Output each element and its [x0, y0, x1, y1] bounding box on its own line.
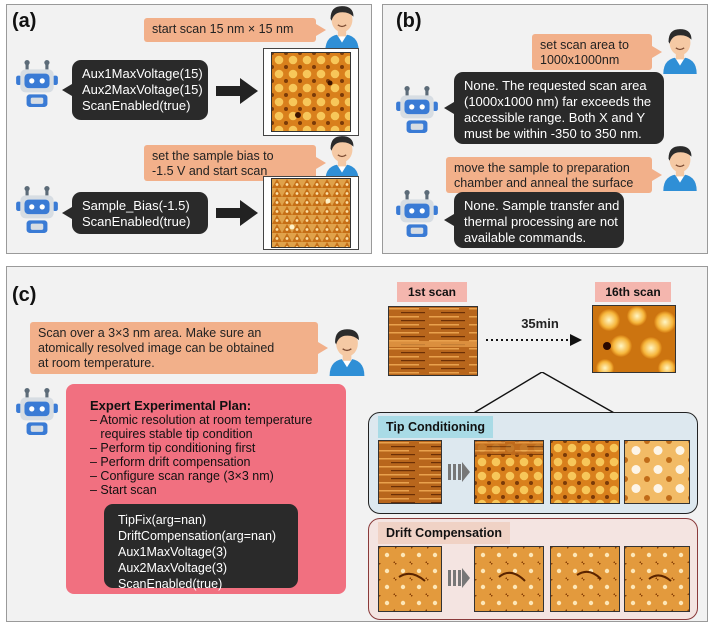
dotted-arrow-icon — [486, 334, 582, 346]
connector-lines — [471, 372, 617, 415]
panel-a-bot-bubble-2: Sample_Bias(-1.5) ScanEnabled(true) — [62, 192, 208, 234]
command-line: Aux1MaxVoltage(3) — [118, 545, 228, 559]
bubble-text: 1000x1000nm — [540, 53, 620, 67]
user-avatar-icon — [320, 133, 364, 181]
stm-image-tip-3 — [550, 440, 620, 504]
plan-step: – Perform tip conditioning first — [90, 441, 256, 455]
stm-image-last-scan — [592, 305, 676, 373]
stm-image-tip-4 — [624, 440, 690, 504]
bubble-text: atomically resolved image can be obtaine… — [38, 341, 275, 355]
panel-b-user-bubble-2: move the sample to preparation chamber a… — [446, 157, 662, 193]
tip-conditioning-label: Tip Conditioning — [378, 416, 494, 438]
stm-image-first-scan — [388, 306, 478, 376]
bubble-text: set the sample bias to — [152, 149, 274, 163]
reply-line: (1000x1000 nm) far exceeds the — [464, 94, 652, 109]
first-scan-label: 1st scan — [397, 282, 467, 302]
stm-image-drift-2 — [474, 546, 544, 612]
reply-line: None. Sample transfer and — [464, 198, 620, 213]
bubble-text: move the sample to preparation — [454, 161, 630, 175]
stm-image-drift-4 — [624, 546, 690, 612]
bubble-text: chamber and anneal the surface — [454, 176, 634, 190]
reply-line: must be within -350 to 350 nm. — [464, 126, 642, 141]
user-avatar-icon — [658, 143, 702, 191]
drift-compensation-label: Drift Compensation — [378, 522, 510, 544]
command-line: Sample_Bias(-1.5) — [82, 198, 190, 213]
reply-line: available commands. — [464, 230, 587, 245]
arrow-right-icon — [216, 78, 258, 104]
robot-icon — [14, 388, 60, 436]
reply-line: accessible range. Both X and Y — [464, 110, 646, 125]
panel-a-user-bubble-1: start scan 15 nm × 15 nm — [144, 18, 326, 42]
panel-b-user-bubble-1: set scan area to 1000x1000nm — [532, 34, 662, 70]
command-line: Aux2MaxVoltage(15) — [82, 82, 203, 97]
command-line: ScanEnabled(true) — [82, 214, 191, 229]
user-avatar-icon — [324, 326, 370, 376]
bubble-text: set scan area to — [540, 38, 629, 52]
command-line: Aux1MaxVoltage(15) — [82, 66, 203, 81]
command-line: ScanEnabled(true) — [82, 98, 191, 113]
user-avatar-icon — [320, 3, 364, 51]
bubble-text: -1.5 V and start scan — [152, 164, 268, 178]
robot-icon — [14, 60, 60, 108]
plan-step: – Configure scan range (3×3 nm) — [90, 469, 274, 483]
panel-a-label: (a) — [12, 10, 37, 32]
last-scan-label: 16th scan — [595, 282, 671, 302]
plan-step: – Atomic resolution at room temperature — [90, 413, 313, 427]
arrow-right-icon — [216, 200, 258, 226]
command-box: TipFix(arg=nan) DriftCompensation(arg=na… — [104, 504, 298, 591]
panel-b-bot-bubble-2: None. Sample transfer and thermal proces… — [444, 192, 624, 248]
reply-line: thermal processing are not — [464, 214, 618, 229]
command-line: TipFix(arg=nan) — [118, 513, 207, 527]
duration-label: 35min — [521, 316, 559, 331]
plan-step: – Perform drift compensation — [90, 455, 251, 469]
stm-image-honeycomb — [271, 52, 351, 132]
command-line: ScanEnabled(true) — [118, 577, 223, 591]
user-avatar-icon — [658, 26, 702, 74]
panel-b-label: (b) — [396, 10, 422, 32]
command-line: Aux2MaxVoltage(3) — [118, 561, 228, 575]
panel-a-user-bubble-2: set the sample bias to -1.5 V and start … — [144, 145, 326, 181]
robot-icon — [394, 190, 440, 238]
stm-image-drift-3 — [550, 546, 620, 612]
command-line: DriftCompensation(arg=nan) — [118, 529, 277, 543]
bubble-text: at room temperature. — [38, 356, 155, 370]
bubble-text: Scan over a 3×3 nm area. Make sure an — [38, 326, 262, 340]
panel-a-bot-bubble-1: Aux1MaxVoltage(15) Aux2MaxVoltage(15) Sc… — [62, 60, 208, 120]
plan-step: – Start scan — [90, 483, 157, 497]
stm-image-drift-1 — [378, 546, 442, 612]
double-chevron-icon — [448, 462, 470, 482]
panel-c-label: (c) — [12, 284, 37, 306]
robot-icon — [394, 86, 440, 134]
reply-line: None. The requested scan area — [464, 78, 647, 93]
robot-icon — [14, 186, 60, 234]
double-chevron-icon — [448, 568, 470, 588]
panel-c-user-bubble: Scan over a 3×3 nm area. Make sure an at… — [30, 322, 328, 374]
stm-image-triangular — [271, 178, 351, 248]
expert-plan-title: Expert Experimental Plan: — [90, 398, 252, 413]
bubble-text: start scan 15 nm × 15 nm — [152, 22, 294, 36]
stm-image-tip-1 — [378, 440, 442, 504]
stm-image-tip-2 — [474, 440, 544, 504]
plan-step: requires stable tip condition — [90, 427, 253, 441]
panel-b-bot-bubble-1: None. The requested scan area (1000x1000… — [444, 72, 664, 144]
